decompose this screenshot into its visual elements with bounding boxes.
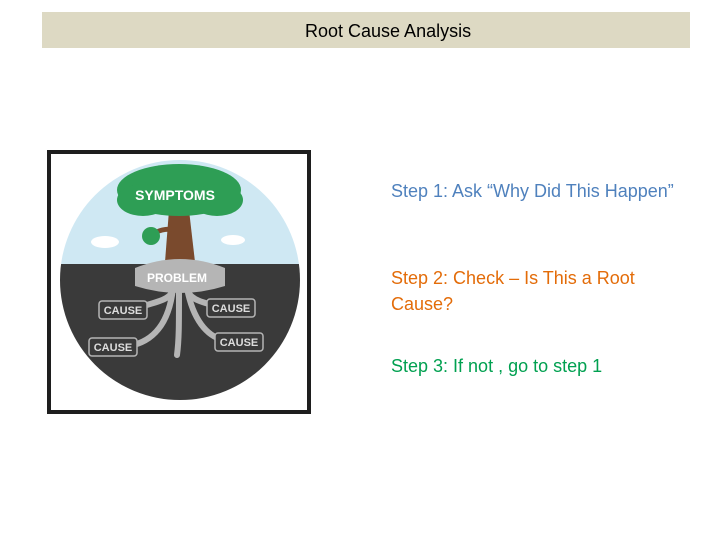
cause-box-4 [214,332,264,352]
problem-band [135,259,225,293]
cause-box-3 [88,337,138,357]
cause-box-2 [206,298,256,318]
step-2-text: Step 2: Check – Is This a Root Cause? [391,268,635,314]
title-bar: Root Cause Analysis [42,12,690,48]
tree-foliage-left [117,184,169,216]
small-leaf-cluster [142,227,160,245]
cloud-right-icon [221,235,245,245]
step-1-text: Step 1: Ask “Why Did This Happen” [391,181,674,201]
root-cause-tree-illustration: SYMPTOMS PROBLEM CAUSE CAUSE CAUSE CAUSE [47,150,311,414]
cause-label-3: CAUSE [94,342,133,354]
cause-box-1 [98,300,148,320]
tree-trunk [165,210,195,262]
cause-label-2: CAUSE [212,303,251,315]
problem-label: PROBLEM [147,271,207,285]
tree-foliage-right [191,184,243,216]
symptoms-label: SYMPTOMS [135,187,215,203]
step-3-text: Step 3: If not , go to step 1 [391,356,603,376]
cloud-left-icon [91,236,119,248]
tree-roots-graphic: SYMPTOMS PROBLEM CAUSE CAUSE CAUSE CAUSE [47,150,311,414]
slide-title: Root Cause Analysis [305,21,472,41]
cause-label-1: CAUSE [104,305,143,317]
cause-label-4: CAUSE [220,337,259,349]
